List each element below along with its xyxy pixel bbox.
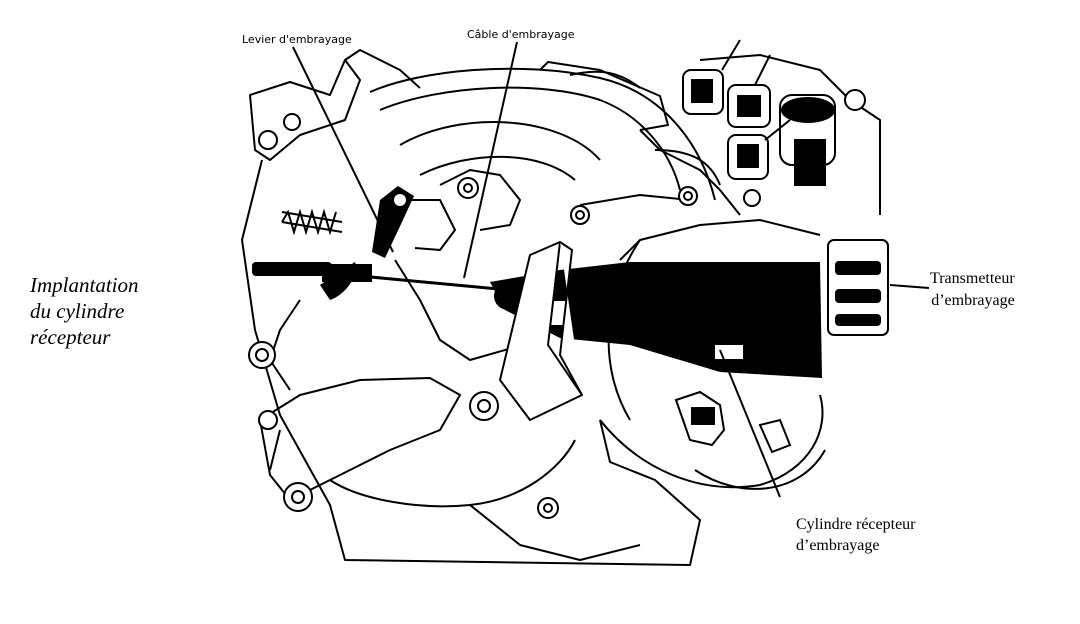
- leader-lines: [292, 41, 930, 498]
- label-cylindre: Cylindre récepteur d’embrayage: [796, 514, 916, 556]
- label-transmetteur: Transmetteur d’embrayage: [930, 268, 1015, 312]
- slave-cylinder: [490, 262, 822, 378]
- label-levier: Levier d'embrayage: [242, 33, 352, 46]
- leader-levier: [292, 46, 394, 253]
- return-spring: [281, 208, 343, 236]
- clutch-cable: [252, 262, 521, 293]
- caption-line-1: Implantation: [30, 273, 139, 297]
- leader-transmetteur: [889, 284, 930, 289]
- label-cylindre-line-2: d’embrayage: [796, 537, 880, 554]
- mounting-bracket: [499, 241, 583, 421]
- caption-line-2: du cylindre: [30, 299, 125, 323]
- caption-line-3: récepteur: [30, 325, 111, 349]
- caption: Implantation du cylindre récepteur: [30, 272, 139, 350]
- gearbox-housing: [241, 49, 881, 566]
- transmitter-box: [827, 239, 889, 336]
- bleed-nipple: [674, 390, 792, 454]
- bolt-bosses: [248, 89, 866, 519]
- leader-cable: [463, 41, 518, 279]
- label-cylindre-line-1: Cylindre récepteur: [796, 516, 916, 533]
- label-transmetteur-line-1: Transmetteur: [930, 270, 1015, 287]
- leader-cylindre: [719, 349, 781, 498]
- clutch-lever: [320, 186, 414, 300]
- electrical-connectors: [682, 39, 836, 186]
- label-transmetteur-line-2: d’embrayage: [931, 292, 1015, 309]
- label-cable: Câble d'embrayage: [467, 28, 575, 41]
